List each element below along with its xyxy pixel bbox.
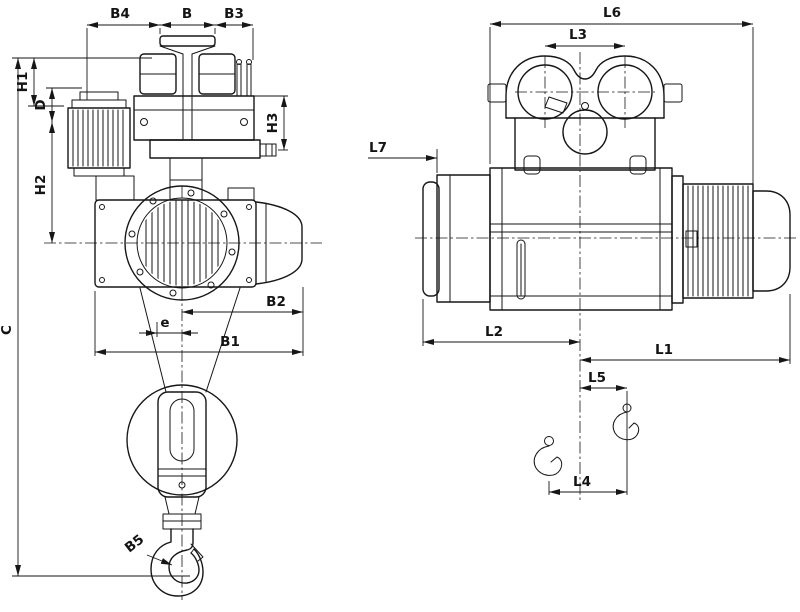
dim-label-e: e [160,315,169,331]
housing-bolts [99,204,252,283]
fan-cover-bolts [128,189,236,297]
suspension-crossbar [149,139,261,159]
right-view-centerlines [415,52,798,500]
dim-label-b1: B1 [220,334,240,350]
junction-box [227,187,255,201]
bolt-lug [629,155,647,175]
stud [236,63,242,97]
trolley-front [487,55,683,175]
hoist-body [94,185,303,393]
motor-flange [671,175,684,304]
dim-label-l2: L2 [485,324,503,340]
suspension-bracket [505,55,665,119]
dim-label-c: C [0,325,15,335]
hook [150,528,204,597]
motor-end-cap [752,190,791,292]
left-view-dimensions: B4 B B3 C H1 D H2 H3 B2 [0,6,304,577]
name-plate [544,96,568,114]
safety-latch [190,543,204,562]
left-view: B4 B B3 C H1 D H2 H3 B2 [0,6,322,600]
dim-label-l6: L6 [603,5,621,21]
hook-positions [533,403,640,476]
dim-label-h2: H2 [33,175,49,196]
dim-label-l7: L7 [369,140,387,156]
right-view: L6 L3 L7 L2 L1 L5 L4 [368,5,798,500]
dim-label-l4: L4 [573,474,591,490]
hoist-body-front [422,167,791,311]
dim-label-l3: L3 [569,27,587,43]
trolley-side-plate [133,95,255,141]
dim-label-l1: L1 [655,342,673,358]
hook-lower [533,436,563,476]
buffer-right [663,83,683,103]
dim-label-b: B [182,6,192,22]
trolley-assembly [67,35,277,201]
rope-falls [139,287,241,393]
rail-head [159,35,216,47]
hook-neck [164,496,200,515]
terminal-box [685,230,698,248]
dim-label-d: D [33,99,49,110]
dim-label-b4: B4 [110,6,130,22]
gear-housing [94,199,257,288]
suspension-stem [182,53,193,141]
dim-label-b5: B5 [122,531,147,556]
drum-end-cap [422,181,440,297]
left-view-centerlines [44,186,322,600]
rope-drum-housing [436,174,491,303]
limit-switch-rod [516,239,526,300]
motor-bracket [95,175,135,201]
travel-motor [67,91,131,177]
stud [246,63,252,97]
bolt-lug [523,155,541,175]
dim-label-h1: H1 [15,72,31,93]
motor-cooling-ribs [72,109,124,167]
dim-label-l5: L5 [588,370,606,386]
suspension-column [169,157,203,201]
right-view-dimensions: L6 L3 L7 L2 L1 L5 L4 [368,5,791,495]
buffer-left [487,83,507,103]
crossbolt-hole [562,109,608,155]
dim-label-b3: B3 [224,6,244,22]
motor-ribs [687,185,749,297]
hook-upper [612,403,640,441]
suspension-bolt [259,143,277,157]
dim-label-h3: H3 [265,113,281,134]
side-plate [514,117,656,171]
dim-label-b2: B2 [266,294,286,310]
